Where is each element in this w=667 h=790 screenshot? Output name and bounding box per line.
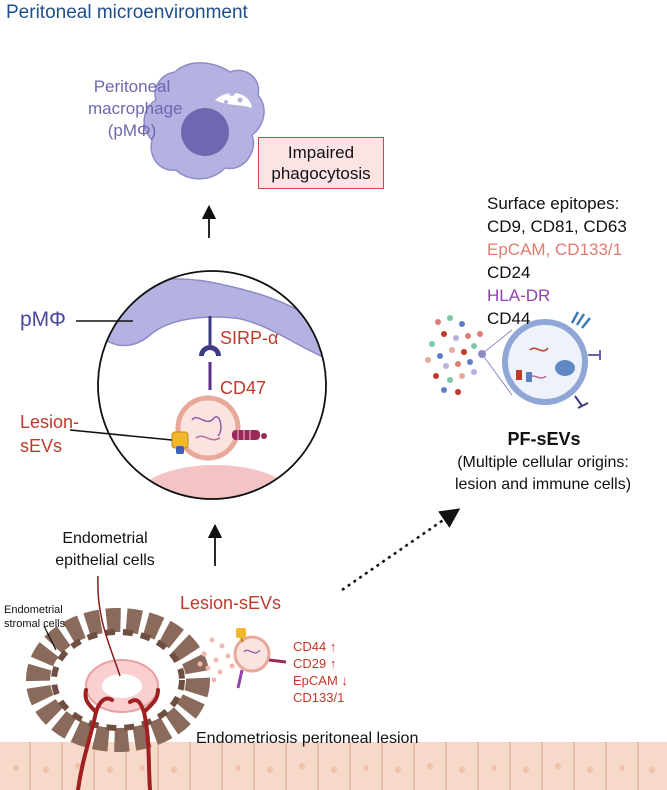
surface-epitopes-line4: HLA-DR: [487, 286, 551, 305]
macrophage-icon: [143, 62, 265, 180]
marker-cd29-arrow: ↑: [329, 656, 337, 671]
marker-cd44-arrow: ↑: [329, 639, 337, 654]
surface-epitopes-line5: CD44: [487, 309, 531, 328]
stromal-cells-label: Endometrial stromal cells: [4, 603, 65, 631]
marker-epcam-arrow: ↓: [341, 673, 348, 688]
surface-epitopes-line3: CD24: [487, 263, 531, 282]
zoom-lesion-sevs-label: Lesion- sEVs: [20, 410, 79, 458]
macrophage-label: Peritoneal macrophage (pMΦ): [88, 76, 183, 142]
peritoneal-lesion-label: Endometriosis peritoneal lesion: [196, 730, 419, 747]
sirp-alpha-label: SIRP-α: [220, 328, 279, 348]
diagram-title: Peritoneal microenvironment: [6, 2, 248, 23]
pfsevs-desc-line1: (Multiple cellular origins:: [457, 454, 629, 471]
small-lesion-sev: [233, 628, 287, 689]
dotted-arrow-to-pfsevs: [341, 508, 461, 592]
pfsev-dots: [425, 315, 483, 395]
pfsevs-description: (Multiple cellular origins: lesion and i…: [420, 452, 666, 496]
pfsevs-desc-line2: lesion and immune cells): [454, 476, 632, 493]
blood-vessels: [76, 688, 160, 790]
sirp-alpha-receptor: [199, 345, 221, 356]
released-sevs: [197, 637, 235, 683]
impaired-box-line2: phagocytosis: [271, 164, 371, 183]
macrophage-label-line1: Peritoneal: [93, 77, 171, 96]
zoom-lesion-label-line2: sEVs: [20, 436, 63, 456]
surface-epitopes-line2: EpCAM, CD133/1: [487, 240, 623, 259]
marker-list: CD44 ↑ CD29 ↑ EpCAM ↓ CD133/1: [293, 638, 348, 706]
zoom-circle: [97, 270, 327, 500]
marker-epcam: EpCAM ↓: [293, 673, 348, 688]
impaired-box-line1: Impaired: [287, 143, 355, 162]
cd44-protein: [232, 430, 267, 440]
marker-cd44: CD44 ↑: [293, 639, 337, 654]
lesion-sev: [175, 395, 241, 461]
stromal-cells: [26, 608, 210, 752]
surface-epitopes-line1: CD9, CD81, CD63: [487, 217, 627, 236]
epithelial-gland: [85, 659, 159, 713]
lesion-sevs-label: Lesion-sEVs: [180, 593, 282, 613]
macrophage-label-line2: macrophage: [88, 99, 183, 118]
macrophage-membrane: [98, 277, 326, 362]
pfsev-vesicle: [502, 311, 601, 409]
pfsevs-title: PF-sEVs: [507, 429, 581, 449]
lesion-cell: [135, 465, 295, 499]
pm-label: pMΦ: [20, 308, 66, 331]
marker-cd133: CD133/1: [293, 690, 345, 705]
marker-cd29: CD29 ↑: [293, 656, 337, 671]
peritoneal-cell-layer: [0, 742, 667, 790]
surface-epitopes-heading: Surface epitopes:: [487, 194, 620, 213]
epithelial-label-line2: epithelial cells: [55, 552, 155, 569]
surface-epitopes-list: Surface epitopes: CD9, CD81, CD63 EpCAM,…: [487, 192, 627, 330]
zoom-lesion-label-line1: Lesion-: [20, 412, 80, 432]
macrophage-label-line3: (pMΦ): [107, 121, 157, 140]
stromal-label-line1: Endometrial: [4, 604, 63, 616]
epithelial-cells-label: Endometrial epithelial cells: [40, 528, 170, 572]
cd47-label: CD47: [220, 378, 267, 398]
epithelial-label-line1: Endometrial: [62, 530, 148, 547]
impaired-phagocytosis-box: Impaired phagocytosis: [258, 137, 384, 189]
stromal-label-line2: stromal cells: [4, 618, 66, 630]
